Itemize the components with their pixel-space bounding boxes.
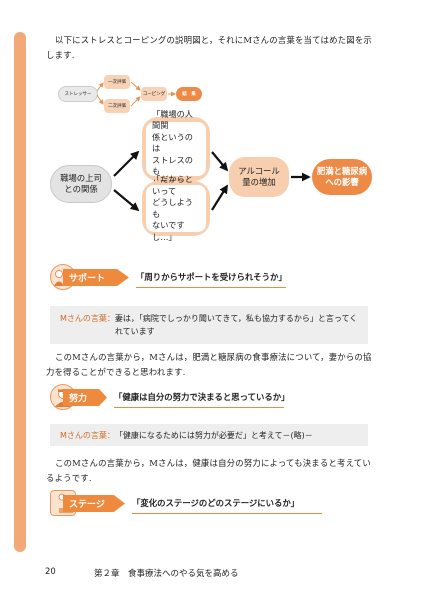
chapter-title: 第２章 食事療法へのやる気を高める [94,569,239,579]
intro-paragraph: 以下にストレスとコーピングの説明図と，それにMさんの言葉を当てはめた図を示します… [46,35,372,60]
effort-quote-text: 「健康になるためには努力が必要だ」と考えて－(略)－ [114,430,313,440]
support-section-header: サポート 「周りからサポートを受けられそうか」 [50,264,380,290]
support-tag: サポート [63,269,129,286]
stage-underline [132,513,322,514]
page-number: 20 [45,567,56,577]
alcohol-increase-box: アルコール 量の増加 [229,157,289,197]
stage-tag: ステージ [63,495,125,512]
support-title: 「周りからサポートを受けられそうか」 [136,272,287,282]
secondary-appraisal-box: 二次評価 [104,99,130,113]
effort-underline [114,407,284,408]
side-bar [14,32,26,552]
thought-box-2: 「だからといって どうしようも ないですし…」 [142,174,210,242]
support-quote-box: Mさんの言葉： 妻は，「病院でしっかり聞いてきて，私も協力するから」と言ってくれ… [50,306,368,344]
effort-paragraph: このMさんの言葉から，Mさんは，健康は自分の努力によっても決まると考えているよう… [46,458,371,483]
primary-appraisal-box: 一次評価 [104,75,130,89]
support-quote-text: 妻は，「病院でしっかり聞いてきて，私も協力するから」と言ってくれています [114,314,358,336]
effort-title: 「健康は自分の努力で決まると思っているか」 [114,392,290,402]
stage-title: 「変化のステージのどのステージにいるか」 [132,498,300,508]
effort-quote-label: Mさんの言葉： [60,430,115,440]
coping-box: コーピング [141,87,167,101]
result-box: 結 果 [176,87,202,101]
support-quote-label: Mさんの言葉： [60,314,115,323]
stressor-box: ストレッサー [58,86,98,102]
boss-relation-box: 職場の上司 との関係 [50,165,112,203]
effort-section-header: 努力 「健康は自分の努力で決まると思っているか」 [50,384,380,410]
effort-quote-box: Mさんの言葉： 「健康になるためには努力が必要だ」と考えて－(略)－ [50,424,368,446]
outcome-box: 肥満と糖尿病 への影響 [312,159,372,195]
support-paragraph: このMさんの言葉から，Mさんは，肥満と糖尿病の食事療法について，妻からの協力を得… [46,352,372,377]
effort-tag: 努力 [63,389,107,406]
stage-section-header: ステージ 「変化のステージのどのステージにいるか」 [50,490,380,516]
support-underline [136,287,286,288]
